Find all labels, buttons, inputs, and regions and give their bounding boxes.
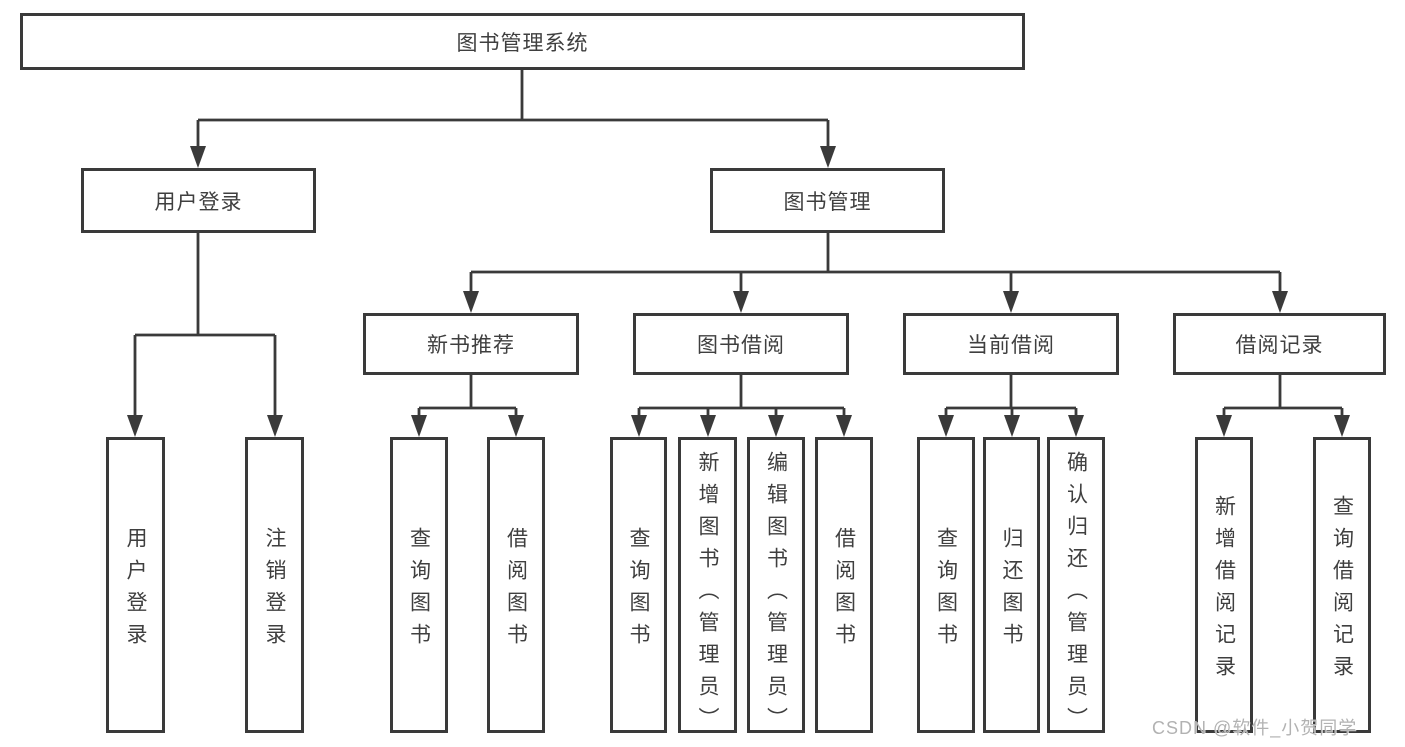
node-user-login: 用户登录 xyxy=(81,168,316,233)
arrow-down-icon xyxy=(267,415,283,437)
node-label: 归还图书 xyxy=(1000,526,1023,655)
node-label: 图书管理系统 xyxy=(456,31,589,55)
arrow-down-icon xyxy=(631,415,647,437)
leaf-cb-confirm-return-admin: 确认归还（管理员） xyxy=(1047,437,1105,739)
connector-paths xyxy=(133,70,1344,418)
arrow-down-icon xyxy=(411,415,427,437)
arrow-down-icon xyxy=(1003,291,1019,313)
leaf-user-login: 用户登录 xyxy=(106,437,165,733)
leaf-cb-query-books: 查询图书 xyxy=(917,437,975,733)
arrow-down-icon xyxy=(733,291,749,313)
node-current-borrowing: 当前借阅 xyxy=(903,313,1119,375)
watermark: CSDN @软件_小贺同学 xyxy=(1152,718,1358,738)
arrow-down-icon xyxy=(768,415,784,437)
leaf-br-add-record: 新增借阅记录 xyxy=(1195,437,1253,733)
arrow-down-icon xyxy=(463,291,479,313)
node-label: 查询借阅记录 xyxy=(1330,494,1354,687)
arrow-down-icon xyxy=(700,415,716,437)
node-label: 当前借阅 xyxy=(967,334,1055,357)
node-label: 新增图书（管理员） xyxy=(696,451,719,739)
connector-user-login-to-leaves xyxy=(133,233,277,418)
connector-borrow-records-to-leaves xyxy=(1222,375,1344,418)
node-label: 查询图书 xyxy=(407,526,431,655)
connector-new-book-rec-to-leaves xyxy=(417,375,518,418)
node-label: 借阅图书 xyxy=(504,526,528,655)
leaf-cb-return-books: 归还图书 xyxy=(983,437,1040,733)
node-label: 图书借阅 xyxy=(697,334,785,357)
arrow-down-icon xyxy=(1004,415,1020,437)
node-label: 新增借阅记录 xyxy=(1212,494,1236,687)
connector-root-to-level2 xyxy=(196,70,830,150)
node-book-borrowing: 图书借阅 xyxy=(633,313,849,375)
connector-current-borrow-to-leaves xyxy=(944,375,1078,418)
node-label: 编辑图书（管理员） xyxy=(764,451,788,739)
arrow-down-icon xyxy=(820,146,836,168)
leaf-nbr-query-books: 查询图书 xyxy=(390,437,448,733)
leaf-bb-borrow-books: 借阅图书 xyxy=(815,437,873,733)
node-label: 注销登录 xyxy=(263,526,286,655)
node-root-system: 图书管理系统 xyxy=(20,13,1025,70)
node-label: 借阅记录 xyxy=(1235,334,1324,357)
leaf-br-query-record: 查询借阅记录 xyxy=(1313,437,1371,733)
node-label: 图书管理 xyxy=(783,190,872,214)
arrow-down-icon xyxy=(836,415,852,437)
arrow-down-icon xyxy=(1272,291,1288,313)
connector-book-mgmt-to-level3 xyxy=(469,233,1282,294)
arrow-down-icon xyxy=(190,146,206,168)
node-label: 查询图书 xyxy=(627,526,650,655)
node-label: 借阅图书 xyxy=(832,526,856,655)
node-label: 新书推荐 xyxy=(427,334,515,357)
leaf-nbr-borrow-books: 借阅图书 xyxy=(487,437,545,733)
leaf-bb-query-books: 查询图书 xyxy=(610,437,667,733)
node-label: 用户登录 xyxy=(124,526,147,655)
connector-book-borrow-to-leaves xyxy=(637,375,846,418)
node-label: 查询图书 xyxy=(934,526,958,655)
node-borrow-records: 借阅记录 xyxy=(1173,313,1386,375)
leaf-bb-edit-books-admin: 编辑图书（管理员） xyxy=(747,437,805,739)
node-book-management: 图书管理 xyxy=(710,168,945,233)
arrow-down-icon xyxy=(127,415,143,437)
arrow-down-icon xyxy=(1216,415,1232,437)
arrowheads xyxy=(127,146,1350,437)
node-label: 确认归还（管理员） xyxy=(1064,451,1088,739)
arrow-down-icon xyxy=(508,415,524,437)
arrow-down-icon xyxy=(1334,415,1350,437)
node-new-book-recommend: 新书推荐 xyxy=(363,313,579,375)
leaf-logout: 注销登录 xyxy=(245,437,304,733)
node-label: 用户登录 xyxy=(154,190,243,214)
leaf-bb-add-books-admin: 新增图书（管理员） xyxy=(678,437,737,739)
arrow-down-icon xyxy=(938,415,954,437)
arrow-down-icon xyxy=(1068,415,1084,437)
